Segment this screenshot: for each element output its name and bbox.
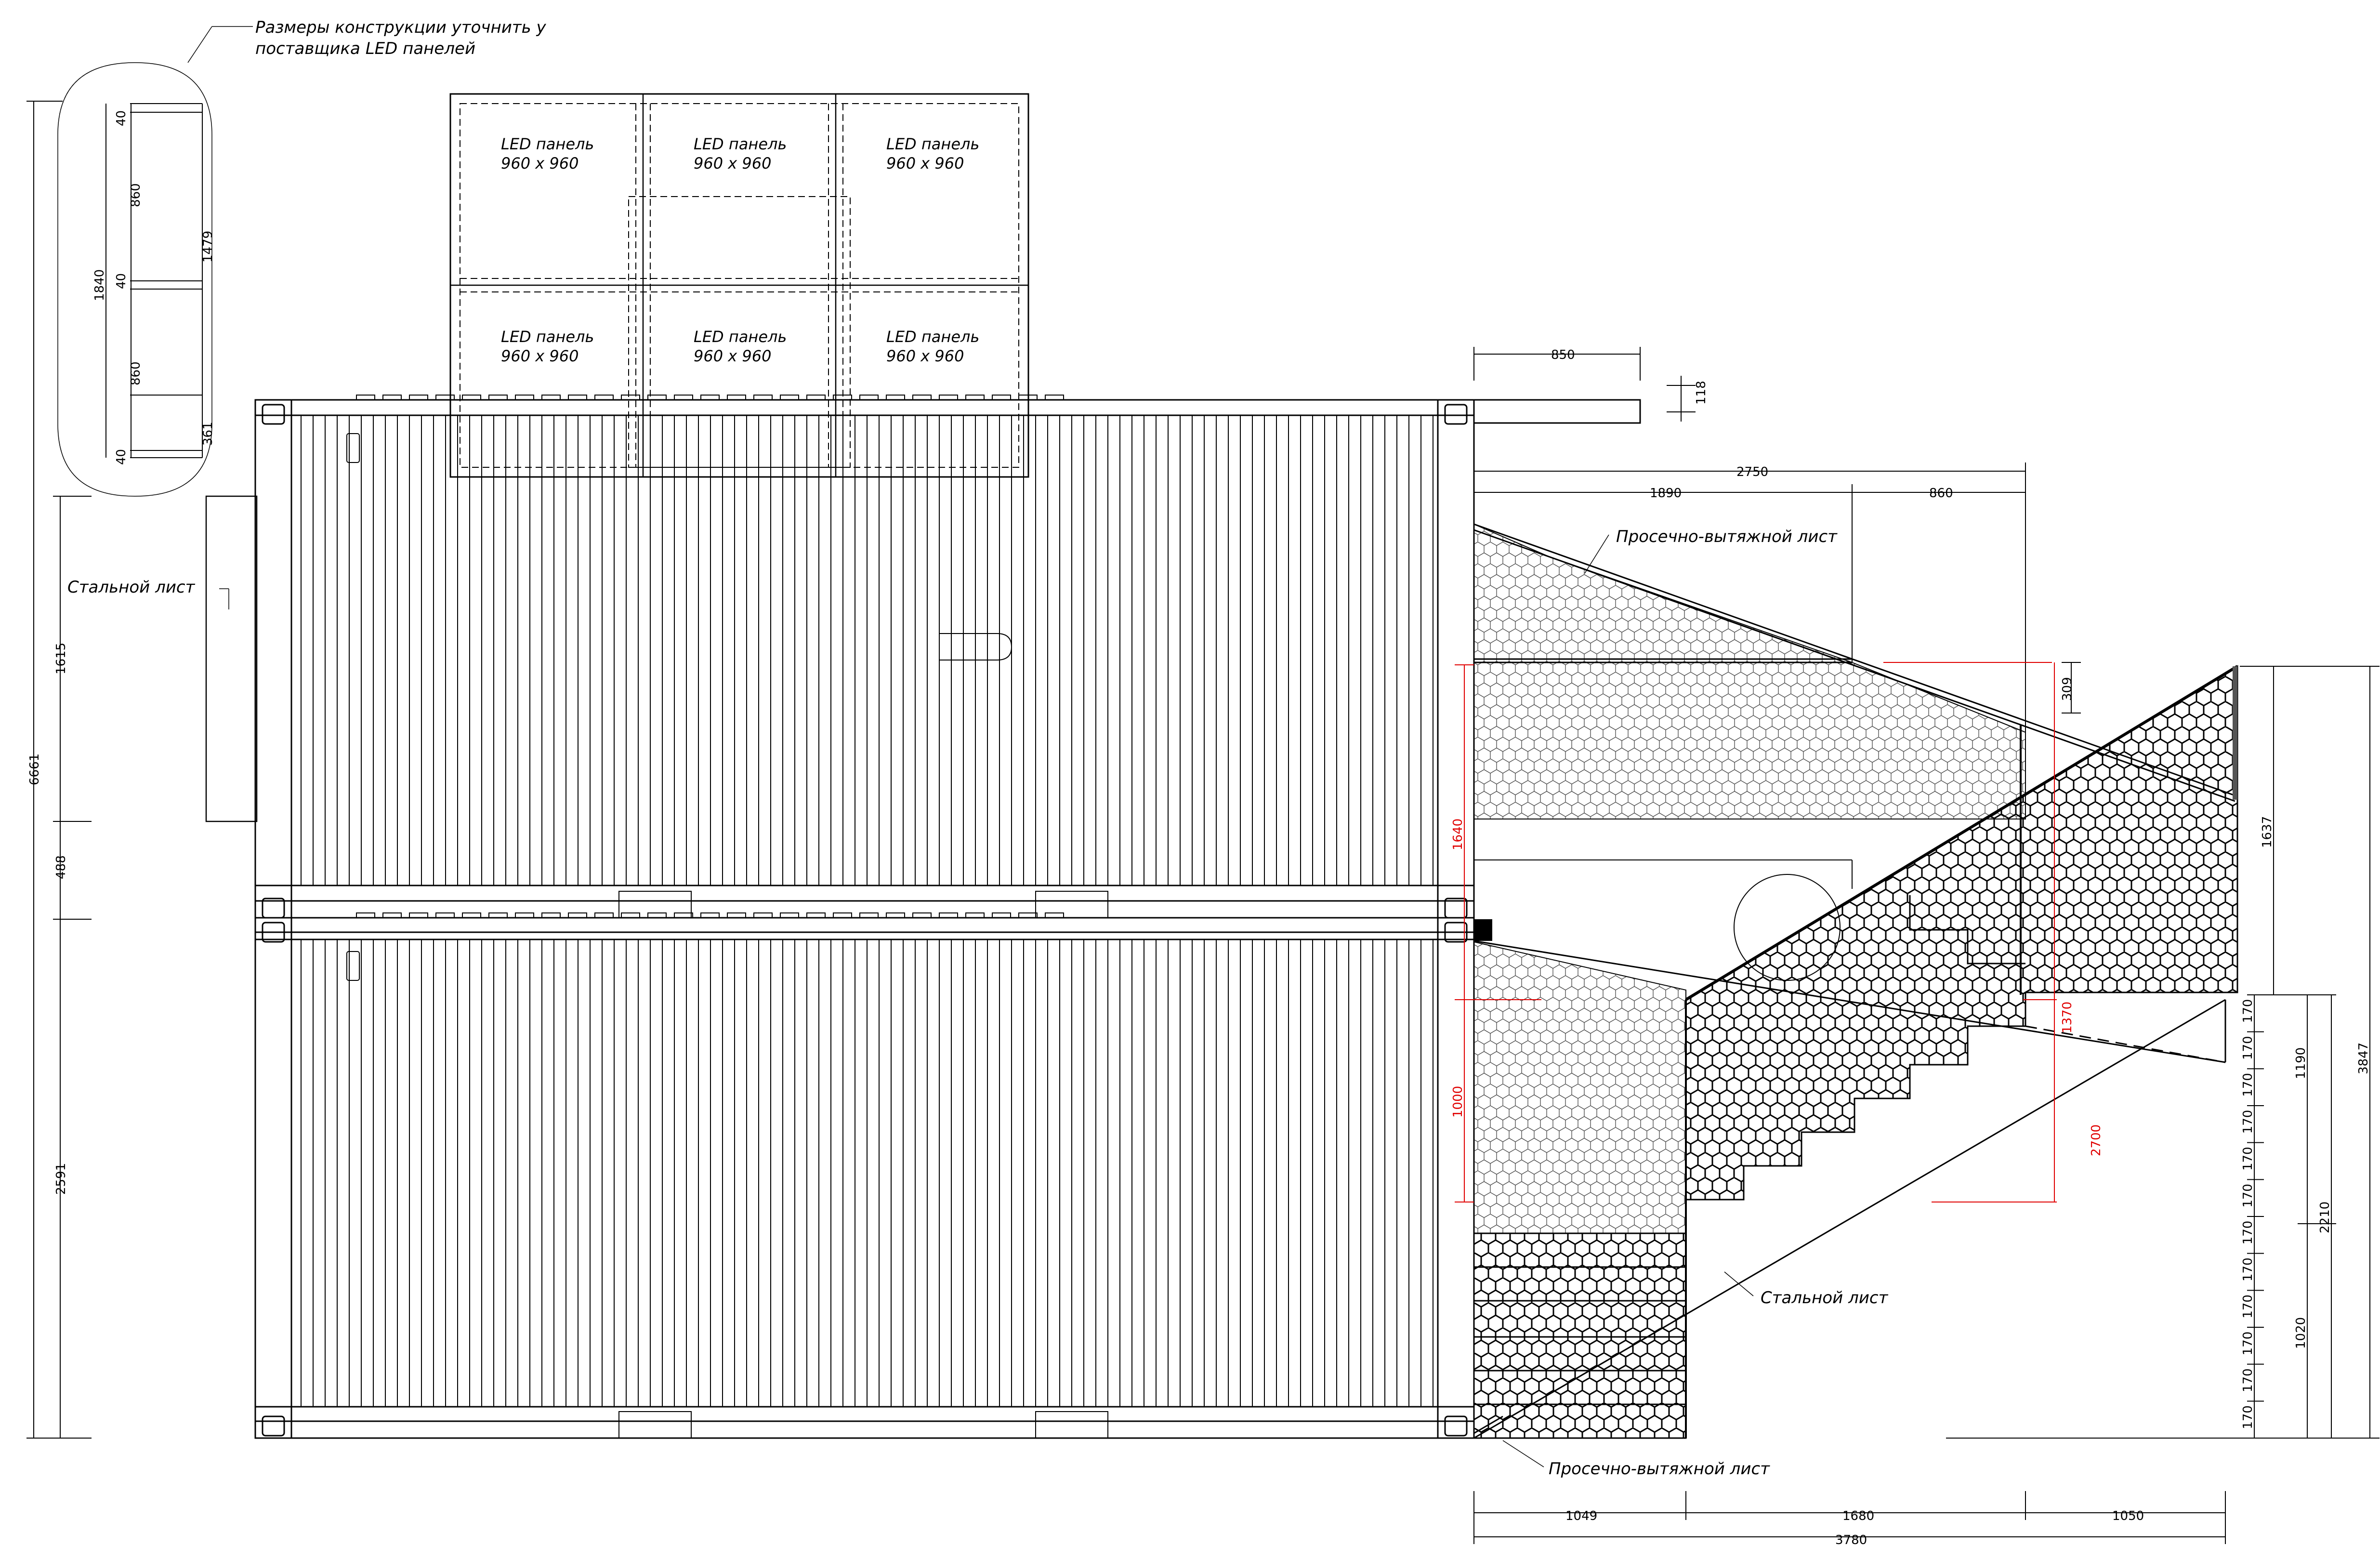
dim-step-9: 170 <box>2241 1295 2255 1319</box>
led-panel-4-size: 960 x 960 <box>501 347 579 365</box>
top-dimension-lines <box>1473 347 2026 732</box>
dim-step-5: 170 <box>2241 1147 2255 1171</box>
detail-dimensions: 40 860 40 860 40 1840 1479 361 <box>92 110 215 465</box>
steel-sheet-right-label: Стальной лист <box>1761 1288 1889 1308</box>
dim-step-8: 170 <box>2241 1257 2255 1282</box>
dim-side-3847: 3847 <box>2356 1043 2371 1074</box>
dim-detail-40b: 40 <box>114 273 129 289</box>
dim-red-1640: 1640 <box>1451 819 1465 850</box>
stair-base-mesh <box>1473 1232 1687 1439</box>
dim-detail-860a: 860 <box>129 183 143 207</box>
supplier-note-line1: Размеры конструкции уточнить у <box>255 18 546 37</box>
dim-detail-40a: 40 <box>114 110 129 126</box>
led-panel-labels: LED панель 960 x 960 LED панель 960 x 96… <box>501 135 979 365</box>
dim-step-1: 170 <box>2241 999 2255 1023</box>
stage-lines <box>1473 523 2238 1439</box>
dim-bottom-1680: 1680 <box>1842 1509 1874 1523</box>
dim-step-3: 170 <box>2241 1073 2255 1097</box>
led-panel-3-label: LED панель <box>886 135 979 153</box>
led-screen-frame <box>449 93 1029 478</box>
dim-top-850: 850 <box>1551 348 1575 362</box>
steel-sheet-left <box>205 495 258 822</box>
detail-oval <box>57 26 253 497</box>
led-panel-2-size: 960 x 960 <box>694 154 771 172</box>
dim-top-860: 860 <box>1929 486 1953 501</box>
dim-bottom-3780: 3780 <box>1835 1533 1867 1547</box>
dim-step-12: 170 <box>2241 1405 2255 1429</box>
dim-red-1000: 1000 <box>1451 1086 1465 1118</box>
dim-left-488: 488 <box>54 855 68 879</box>
dim-step-6: 170 <box>2241 1184 2255 1208</box>
dim-side-1020: 1020 <box>2294 1317 2308 1349</box>
dim-top-118: 118 <box>1694 381 1709 405</box>
dim-total-6661: 6661 <box>27 753 42 785</box>
led-panel-6-size: 960 x 960 <box>886 347 964 365</box>
dim-top-2750: 2750 <box>1736 465 1768 479</box>
dim-side-2210: 2210 <box>2318 1202 2332 1233</box>
dim-bottom-1049: 1049 <box>1565 1509 1597 1523</box>
led-panel-5-size: 960 x 960 <box>694 347 771 365</box>
led-panel-5-label: LED панель <box>694 328 787 346</box>
dim-red-1370: 1370 <box>2060 1002 2075 1033</box>
dim-side-1190: 1190 <box>2294 1047 2308 1079</box>
expanded-mesh-lower-light <box>1473 941 1686 1234</box>
container-corrugation <box>301 395 1433 1407</box>
step-dimension-ticks <box>2247 994 2264 1439</box>
led-panel-4-label: LED панель <box>501 328 594 346</box>
dim-step-10: 170 <box>2241 1332 2255 1356</box>
dim-detail-40c: 40 <box>114 449 129 465</box>
stair-mesh <box>1685 665 2238 1201</box>
black-support-block <box>1474 919 1492 941</box>
dim-red-2700: 2700 <box>2089 1124 2104 1156</box>
dim-step-2: 170 <box>2241 1036 2255 1060</box>
dim-step-11: 170 <box>2241 1368 2255 1392</box>
expanded-sheet-top-label: Просечно-вытяжной лист <box>1616 527 1838 546</box>
dim-side-309: 309 <box>2060 677 2075 701</box>
led-panel-1-size: 960 x 960 <box>501 154 579 172</box>
dim-left-2591: 2591 <box>54 1163 68 1195</box>
led-panel-6-label: LED панель <box>886 328 979 346</box>
red-dimension-lines <box>1455 662 2057 1202</box>
dim-side-1637: 1637 <box>2260 816 2275 848</box>
canopy-beam <box>1473 399 1641 424</box>
step-dimension-labels: 170 170 170 170 170 170 170 170 170 170 170 170 <box>2241 999 2255 1429</box>
led-panel-1-label: LED панель <box>501 135 594 153</box>
dim-detail-361: 361 <box>201 422 215 446</box>
steel-sheet-left-label: Стальной лист <box>67 578 196 597</box>
dim-left-1615: 1615 <box>54 643 68 674</box>
lower-container <box>254 917 1475 1439</box>
expanded-sheet-bottom-label: Просечно-вытяжной лист <box>1549 1459 1770 1479</box>
dim-detail-1840: 1840 <box>92 269 107 301</box>
dim-bottom-1050: 1050 <box>2112 1509 2144 1523</box>
expanded-mesh-light <box>1473 523 2026 819</box>
dim-step-7: 170 <box>2241 1221 2255 1245</box>
led-panel-3-size: 960 x 960 <box>886 154 964 172</box>
left-dimension-lines <box>26 101 92 1439</box>
dim-detail-860b: 860 <box>129 361 143 385</box>
dim-step-4: 170 <box>2241 1110 2255 1134</box>
led-panel-2-label: LED панель <box>694 135 787 153</box>
supplier-note-line2: поставщика LED панелей <box>255 39 475 58</box>
bottom-dimension-lines <box>1473 1491 2226 1544</box>
dim-detail-1479: 1479 <box>201 231 215 263</box>
dim-top-1890: 1890 <box>1650 486 1682 501</box>
